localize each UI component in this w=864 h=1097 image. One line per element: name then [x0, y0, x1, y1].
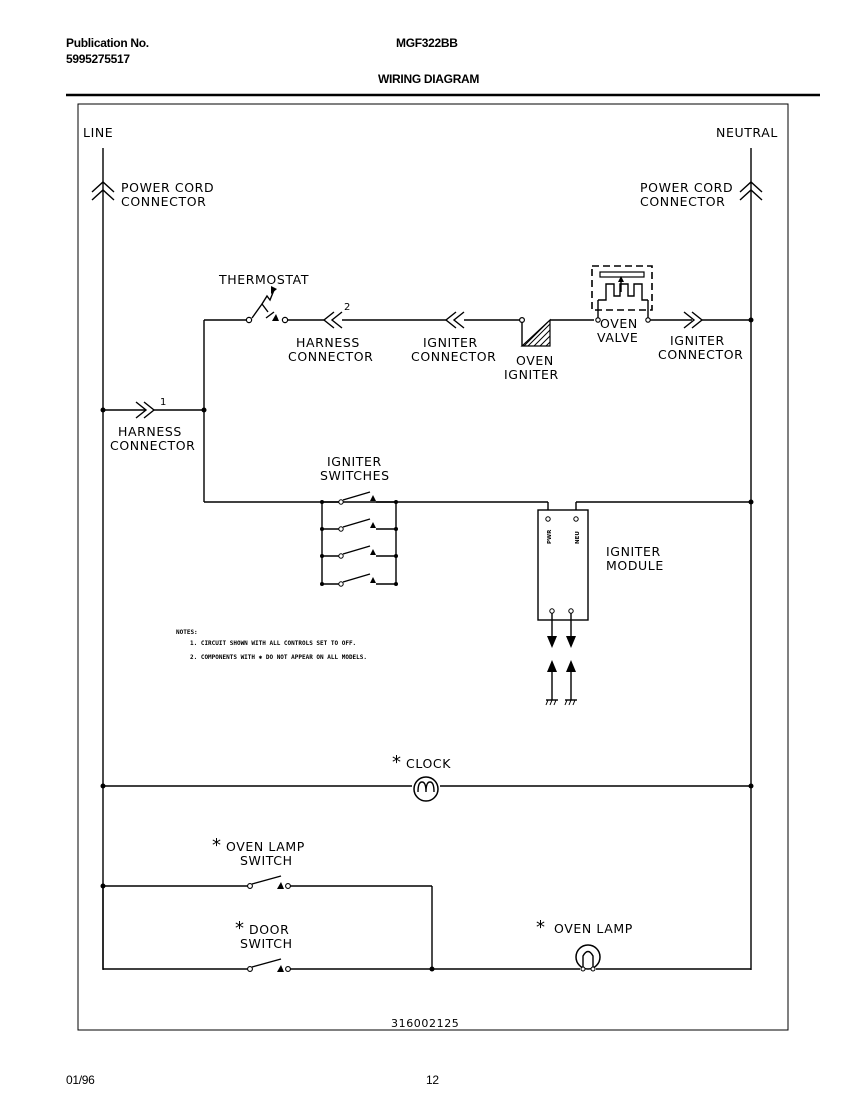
oven-igniter-label-1: OVEN [516, 353, 554, 368]
power-cord-left-label-2: CONNECTOR [121, 194, 206, 209]
power-cord-right-label-1: POWER CORD [640, 180, 733, 195]
thermostat [245, 286, 289, 324]
oven-lamp-label: OVEN LAMP [554, 921, 633, 936]
oven-lamp-switch [247, 875, 291, 889]
igniter-module-label-2: MODULE [606, 558, 664, 573]
diagram-frame [77, 103, 789, 1031]
harness-top-label-1: HARNESS [296, 335, 360, 350]
module-pin-pwr-label: PWR [547, 529, 553, 544]
oven-igniter [518, 317, 594, 347]
oven-lamp-switch-label-1: OVEN LAMP [226, 839, 305, 854]
oven-lamp-switch-label-2: SWITCH [240, 853, 293, 868]
igniter-conn-right-label-1: IGNITER [670, 333, 725, 348]
clock-motor [413, 776, 439, 802]
oven-lamp-asterisk: * [536, 917, 546, 938]
door-switch-label-2: SWITCH [240, 936, 293, 951]
harness-top-label-2: CONNECTOR [288, 349, 373, 364]
diagram-number: 316002125 [391, 1017, 459, 1030]
harness-left-label-1: HARNESS [118, 424, 182, 439]
note-2: 2. COMPONENTS WITH ✱ DO NOT APPEAR ON AL… [190, 654, 367, 661]
footer-page-number: 12 [426, 1073, 439, 1087]
oven-valve-label-1: OVEN [600, 316, 638, 331]
pin-2-label: 2 [344, 302, 351, 313]
pin-1-label: 1 [160, 397, 167, 408]
oven-valve-label-2: VALVE [597, 330, 638, 345]
power-cord-connector-right [739, 181, 763, 201]
oven-igniter-label-2: IGNITER [504, 367, 559, 382]
igniter-switches [320, 491, 398, 587]
igniter-switches-label-2: SWITCHES [320, 468, 390, 483]
publication-label: Publication No. [66, 36, 149, 50]
power-cord-left-label-1: POWER CORD [121, 180, 214, 195]
clock-label: CLOCK [406, 756, 451, 771]
footer-date: 01/96 [66, 1073, 95, 1087]
neutral-label: NEUTRAL [716, 125, 778, 140]
igniter-switches-label-1: IGNITER [327, 454, 382, 469]
model-number: MGF322BB [396, 36, 458, 50]
note-1: 1. CIRCUIT SHOWN WITH ALL CONTROLS SET T… [190, 640, 356, 647]
power-cord-right-label-2: CONNECTOR [640, 194, 725, 209]
harness-left-label-2: CONNECTOR [110, 438, 195, 453]
igniter-conn-right-label-2: CONNECTOR [658, 347, 743, 362]
page-title: WIRING DIAGRAM [378, 72, 480, 86]
igniter-conn-left-label-2: CONNECTOR [411, 349, 496, 364]
oven-lamp [575, 944, 601, 972]
line-label: LINE [83, 125, 113, 140]
igniter-connector-left [444, 311, 465, 329]
oven-lamp-switch-asterisk: * [212, 835, 222, 856]
door-switch [247, 958, 291, 972]
door-switch-asterisk: * [235, 918, 245, 939]
igniter-conn-left-label-1: IGNITER [423, 335, 478, 350]
publication-number: 5995275517 [66, 52, 130, 66]
harness-connector-top [322, 311, 343, 329]
door-switch-label-1: DOOR [249, 922, 289, 937]
igniter-module: PWR NEU [537, 509, 589, 706]
notes-heading: NOTES: [176, 629, 198, 636]
module-pin-neu-label: NEU [575, 531, 581, 544]
clock-asterisk: * [392, 752, 402, 773]
thermostat-label: THERMOSTAT [218, 272, 309, 287]
oven-valve [591, 265, 653, 323]
igniter-module-label-1: IGNITER [606, 544, 661, 559]
power-cord-connector-left [91, 181, 115, 201]
